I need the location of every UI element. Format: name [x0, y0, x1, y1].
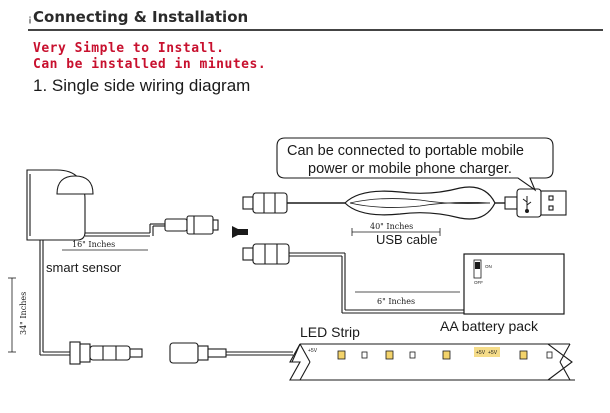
sensor-output-plug [69, 341, 143, 365]
switch-on-label: ON [485, 264, 492, 269]
callout-text-line2: power or mobile phone charger. [308, 161, 512, 177]
battery-pack-label: AA battery pack [440, 318, 539, 334]
strip-pad-label: +5V [476, 350, 486, 356]
led-chip [519, 350, 528, 360]
smart-sensor-label: smart sensor [46, 260, 122, 275]
smart-sensor-unit [26, 169, 94, 241]
tagline-simple: Very Simple to Install. [33, 41, 225, 56]
led-chip [385, 350, 394, 360]
usb-symbol-icon [522, 196, 532, 213]
vertical-cable-length-label: 34" Inches [19, 292, 28, 335]
sensor-cable-length-label: 16" Inches [72, 240, 115, 249]
title-text: Connecting & Installation [33, 8, 249, 26]
led-chip [337, 350, 346, 360]
callout-bubble [276, 137, 554, 192]
strip-pad-label: +5V [308, 348, 318, 354]
battery-dc-plug [242, 243, 290, 265]
header-divider [28, 29, 603, 31]
arrow-left-shaft [236, 229, 248, 235]
tagline-minutes: Can be installed in minutes. [33, 57, 267, 72]
title-mark: ¡ [28, 14, 33, 25]
usb-cable-length-label: 40" Inches [370, 222, 413, 231]
sensor-input-connector [164, 215, 219, 235]
usb-plug [504, 188, 567, 218]
led-strip-connector [169, 342, 227, 364]
strip-pad-label: +5V [488, 350, 498, 356]
led-strip-ribbon [289, 343, 575, 381]
resistor [361, 351, 368, 359]
switch-off-label: OFF [474, 280, 483, 285]
usb-cable-label: USB cable [376, 232, 437, 247]
cut-point [474, 347, 500, 357]
page-title: ¡Connecting & Installation [28, 8, 248, 26]
usb-dc-plug [242, 192, 288, 214]
resistor [546, 351, 553, 359]
section-heading: 1. Single side wiring diagram [33, 76, 251, 95]
callout-text-line1: Can be connected to portable mobile [287, 143, 524, 159]
led-strip-label: LED Strip [300, 324, 360, 340]
resistor [409, 351, 416, 359]
battery-cable-length-label: 6" Inches [377, 297, 415, 306]
led-chip [442, 350, 451, 360]
